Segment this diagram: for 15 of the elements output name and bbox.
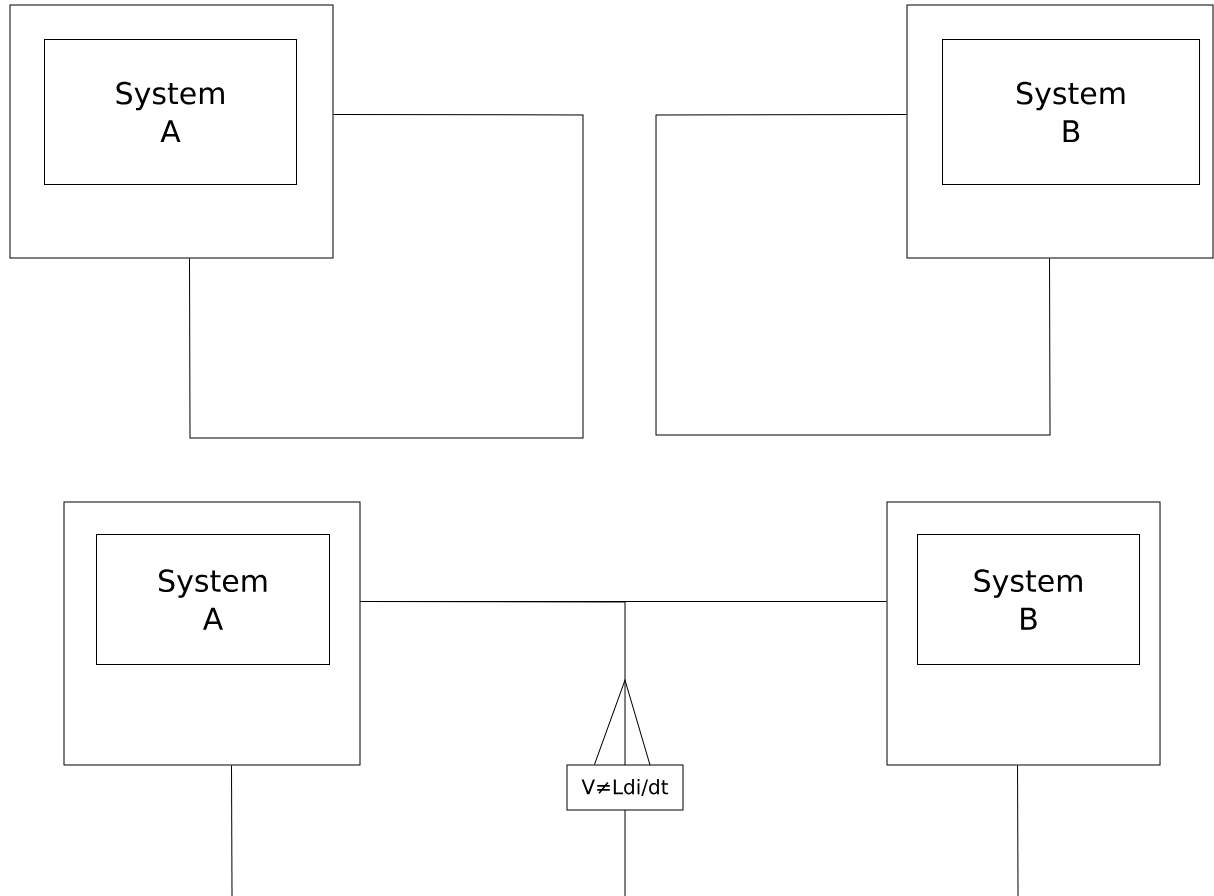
callout-box: V≠Ldi/dt — [566, 764, 684, 811]
system-box: System A — [96, 534, 330, 665]
wire — [189, 114, 584, 439]
wire — [360, 601, 626, 896]
system-box: System B — [917, 534, 1140, 665]
system-box: System B — [942, 39, 1200, 185]
wire — [655, 114, 1051, 436]
system-box: System A — [44, 39, 297, 185]
enclosure-box — [9, 4, 334, 259]
wire — [1017, 765, 1019, 896]
leader-line — [594, 679, 651, 766]
enclosure-box — [906, 4, 1214, 259]
wire — [231, 765, 233, 896]
enclosure-box — [63, 501, 361, 766]
enclosure-box — [886, 501, 1161, 766]
